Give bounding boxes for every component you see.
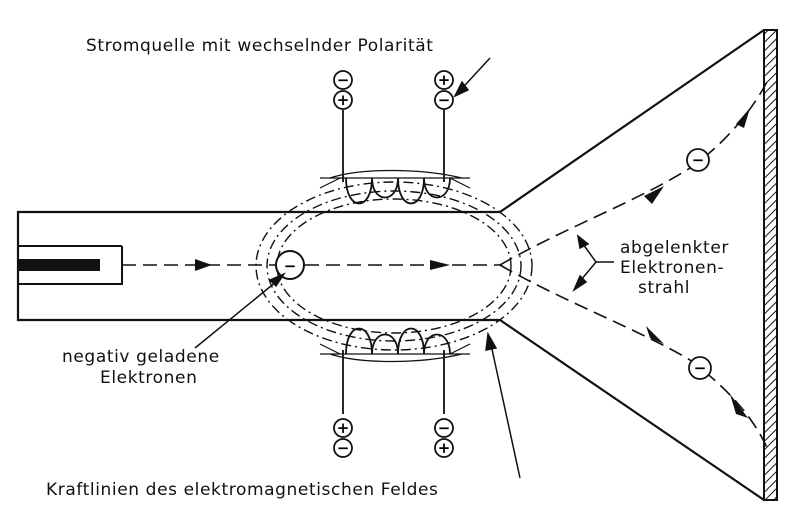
- electron-lower: −: [688, 356, 712, 380]
- electron-sign: −: [692, 151, 705, 169]
- phosphor-screen: [763, 29, 778, 501]
- terminal-sign: −: [337, 71, 350, 89]
- electron-gun: [18, 245, 123, 285]
- tube-funnel: [499, 29, 765, 501]
- coil-top: [319, 169, 471, 205]
- pointer-lines: [194, 57, 614, 479]
- label-deflected-beam-2: Elektronen-: [620, 258, 725, 278]
- terminal-sign: +: [337, 419, 350, 437]
- beam-arrow-icon: [730, 394, 748, 418]
- beam-arrow-icon: [195, 259, 212, 271]
- terminal-bottom-left: + −: [333, 418, 353, 458]
- terminal-bottom-right: − +: [434, 418, 454, 458]
- terminal-sign: +: [337, 91, 350, 109]
- label-deflected-beam-3: strahl: [638, 278, 691, 298]
- label-field-lines: Kraftlinien des elektromagnetischen Feld…: [46, 480, 439, 500]
- terminal-sign: −: [337, 439, 350, 457]
- terminal-top-right: + −: [434, 70, 454, 110]
- label-deflected-beam-1: abgelenkter: [620, 238, 729, 258]
- beam-arrows: [195, 108, 750, 418]
- terminal-sign: −: [438, 419, 451, 437]
- pointer-electrons: [194, 276, 283, 349]
- electron-sign: −: [694, 359, 707, 377]
- terminal-sign: +: [438, 439, 451, 457]
- terminal-sign: −: [438, 91, 451, 109]
- label-power-source: Stromquelle mit wechselnder Polarität: [86, 36, 434, 56]
- pointer-field-lines: [489, 339, 521, 479]
- beam-arrow-icon: [644, 186, 664, 204]
- label-electrons-1: negativ geladene: [62, 347, 220, 367]
- electron-main: −: [275, 250, 305, 280]
- coil-bottom: [319, 327, 471, 363]
- cathode-filament: [18, 259, 100, 271]
- label-electrons-2: Elektronen: [100, 368, 198, 388]
- terminal-sign: +: [438, 71, 451, 89]
- beam-arrow-icon: [736, 108, 750, 128]
- beam-arrow-icon: [430, 260, 450, 270]
- wires: [342, 110, 445, 414]
- beam-arrow-icon: [646, 326, 664, 344]
- electron-upper: −: [686, 148, 710, 172]
- terminal-top-left: − +: [333, 70, 353, 110]
- electron-sign: −: [284, 257, 297, 275]
